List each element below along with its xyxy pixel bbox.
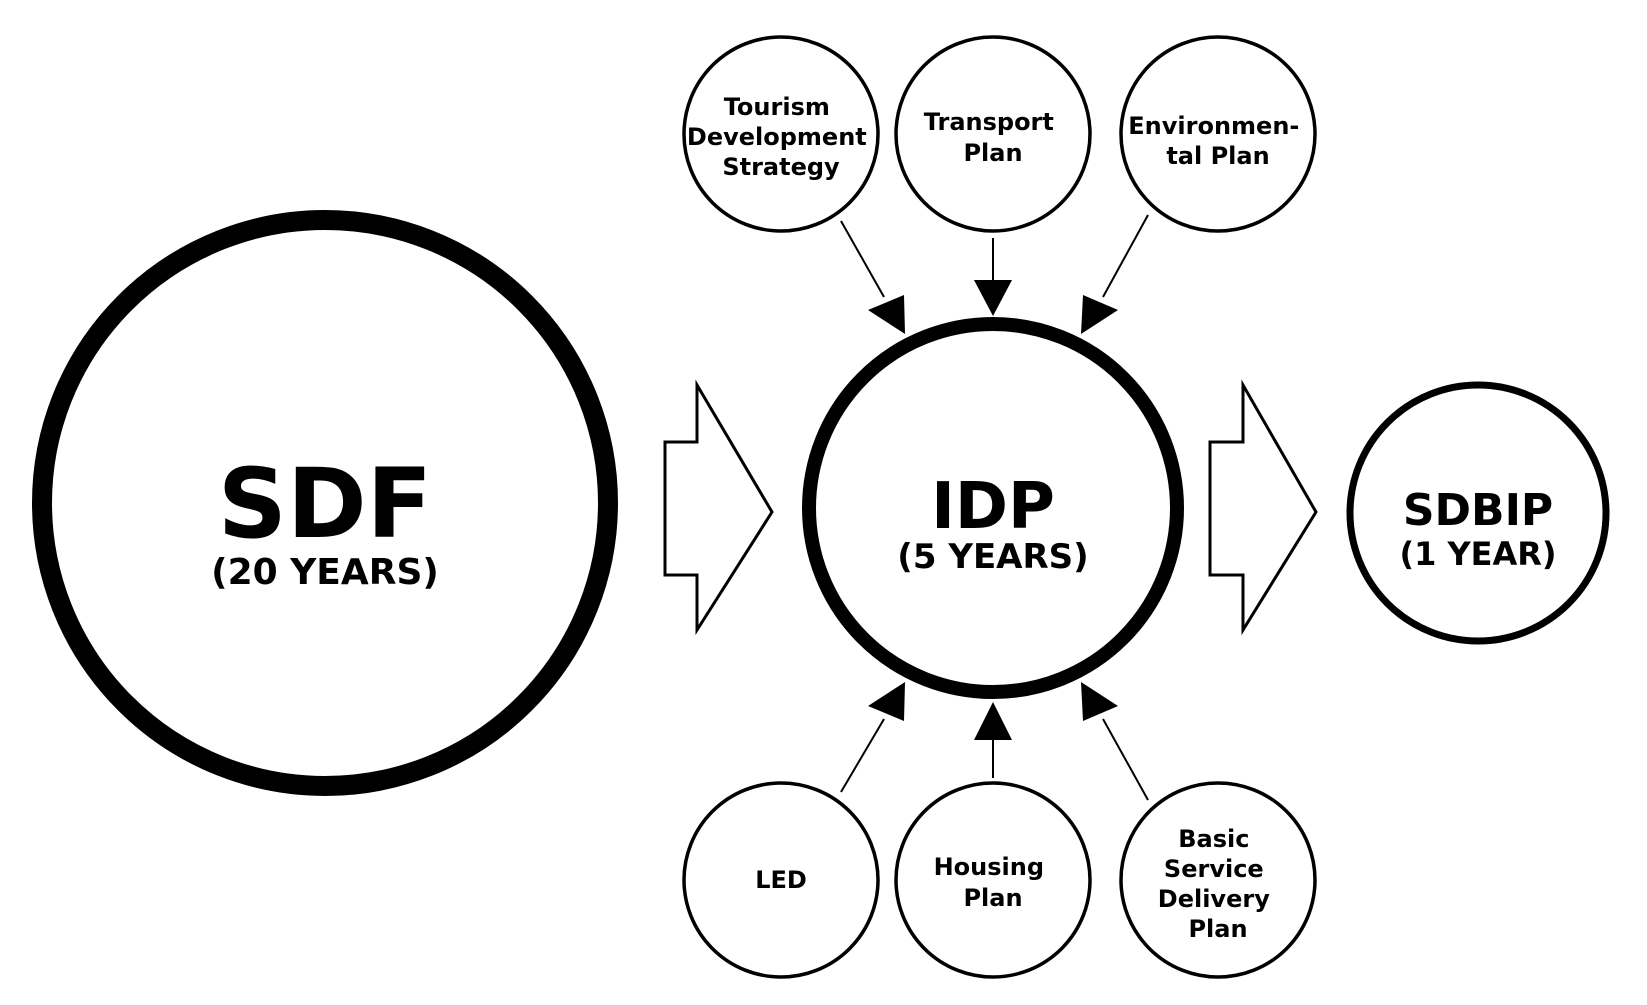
sdbip-circle (1346, 381, 1610, 645)
idp-subtitle: (5 YEARS) (897, 537, 1088, 577)
connector-line (1102, 214, 1149, 298)
plan-label-line: tal Plan (1166, 142, 1269, 170)
plan-tourism-development-strategy: Tourism Development Strategy (682, 35, 880, 233)
plan-circle (894, 781, 1092, 979)
arrowhead-icon (974, 280, 1012, 316)
sdf-node: SDF (20 YEARS) (32, 210, 618, 796)
arrowhead-icon (868, 682, 905, 721)
arrowhead-icon (974, 702, 1012, 740)
sdbip-subtitle: (1 YEAR) (1399, 535, 1556, 573)
connector-line (840, 220, 885, 298)
plan-label: Transport Plan (924, 108, 1062, 167)
plan-circle (682, 781, 880, 979)
connector-line (840, 718, 885, 793)
plan-label-line: Environmen- (1128, 112, 1299, 140)
arrowhead-icon (868, 295, 905, 334)
idp-node: IDP (5 YEARS) (802, 317, 1184, 699)
connector-basic-service-to-idp (1081, 682, 1149, 801)
plan-label-line: Plan (1188, 915, 1247, 943)
idp-title: IDP (931, 470, 1055, 544)
plan-label-line: LED (755, 866, 807, 894)
sdbip-node: SDBIP (1 YEAR) (1346, 381, 1610, 645)
arrowhead-icon (1081, 295, 1118, 334)
connector-tourism-to-idp (840, 220, 905, 334)
connector-housing-to-idp (974, 702, 1012, 778)
plan-housing: Housing Plan (894, 781, 1092, 979)
sdf-circle (32, 210, 618, 796)
connector-line (1102, 718, 1149, 801)
plan-label-line: Plan (963, 139, 1022, 167)
sdf-subtitle: (20 YEARS) (211, 552, 439, 593)
plan-label-line: Plan (963, 884, 1022, 912)
plan-transport: Transport Plan (894, 35, 1092, 233)
plan-label-line: Tourism (724, 93, 830, 121)
connector-transport-to-idp (974, 238, 1012, 316)
plan-label-line: Strategy (722, 153, 840, 181)
idp-to-sdbip-arrow (1208, 379, 1318, 636)
plan-label: Environmen- tal Plan (1128, 112, 1307, 170)
idp-circle (802, 317, 1184, 699)
plan-circle (894, 35, 1092, 233)
connector-led-to-idp (840, 682, 905, 793)
plan-label-line: Transport (924, 108, 1054, 136)
plan-label-line: Housing (934, 853, 1044, 881)
plan-led: LED (682, 781, 880, 979)
plan-label: Basic Service Delivery Plan (1158, 825, 1278, 943)
plan-label-line: Development (687, 123, 867, 151)
plan-label: Housing Plan (934, 853, 1053, 912)
plan-environmental: Environmen- tal Plan (1119, 35, 1317, 233)
plan-label-line: Basic (1178, 825, 1249, 853)
arrowhead-icon (1081, 682, 1118, 721)
plan-label: LED (755, 866, 807, 894)
plan-circle (682, 35, 880, 233)
sdf-title: SDF (218, 448, 432, 560)
plan-basic-service-delivery: Basic Service Delivery Plan (1119, 781, 1317, 979)
plan-label-line: Service (1164, 855, 1264, 883)
connector-environmental-to-idp (1081, 214, 1149, 334)
plan-circle (1119, 35, 1317, 233)
sdf-to-idp-arrow (663, 379, 774, 636)
plan-label-line: Delivery (1158, 885, 1270, 913)
sdbip-title: SDBIP (1403, 485, 1553, 536)
plan-label: Tourism Development Strategy (687, 93, 875, 181)
plan-circle (1119, 781, 1317, 979)
